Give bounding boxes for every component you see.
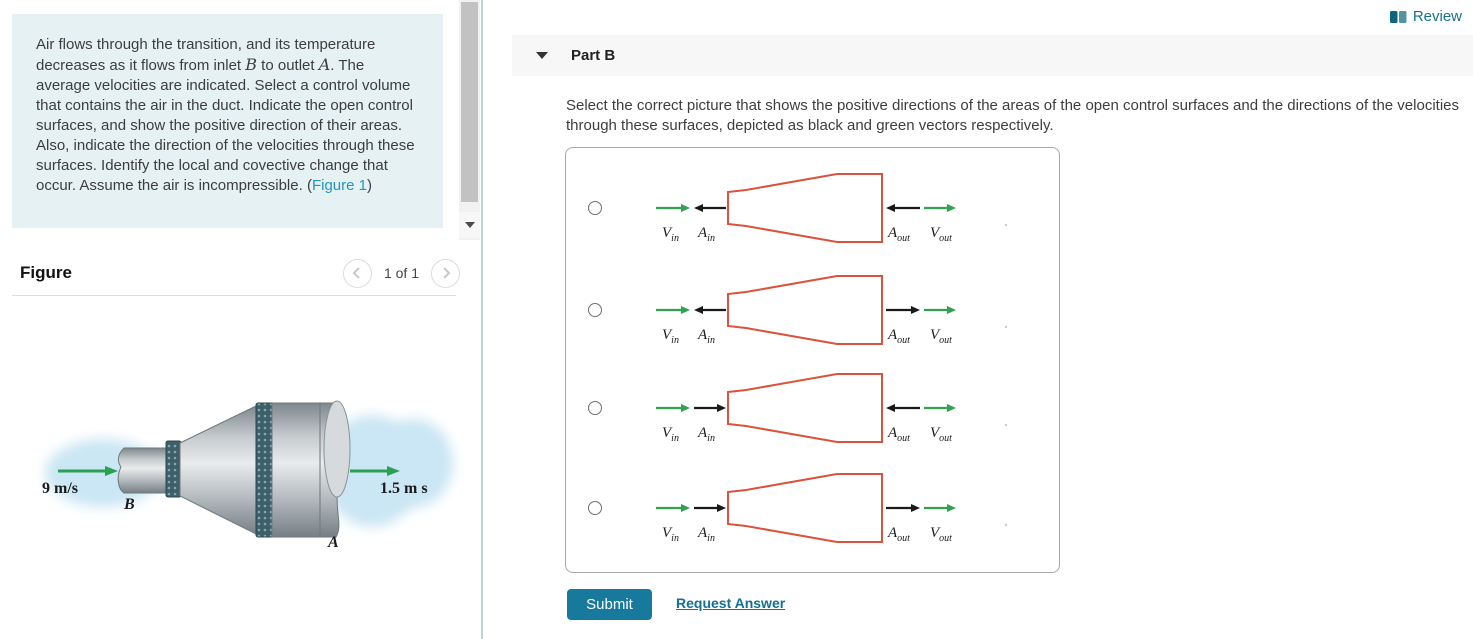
v-out-label: Vout [930, 225, 952, 244]
radio-button-option-4[interactable] [588, 501, 602, 515]
figure-next-button[interactable] [431, 258, 460, 288]
velocity-out-arrow [924, 204, 956, 212]
problem-text-segment: . The average velocities are indicated. … [36, 57, 415, 194]
inlet-velocity-label: 9 m/s [42, 480, 78, 497]
option-1-diagram: Vin Ain Aout Vout [656, 173, 1008, 244]
inlet-pipe [117, 447, 169, 494]
problem-text-segment: Air flows through the transition, and it… [36, 36, 376, 74]
radio-button-option-1[interactable] [588, 201, 602, 215]
velocity-in-arrow [656, 504, 690, 512]
a-out-label: Aout [887, 425, 910, 444]
figure-image: 9 m/s B A 1.5 m s [10, 383, 465, 598]
area-in-arrow [694, 504, 726, 512]
book-icon [1389, 10, 1407, 23]
panel-divider [481, 0, 483, 639]
part-b-header[interactable]: Part B [512, 35, 1473, 76]
outlet-cylinder-end [323, 400, 351, 498]
v-in-label: Vin [662, 225, 679, 244]
math-symbol: B [245, 55, 258, 74]
figure-pager: 1 of 1 [342, 258, 460, 288]
area-in-arrow [694, 404, 726, 412]
vertical-scrollbar[interactable] [459, 0, 480, 240]
duct-outline [727, 473, 883, 543]
review-label: Review [1412, 8, 1462, 25]
a-in-label: Ain [697, 425, 715, 444]
a-in-label: Ain [697, 525, 715, 544]
v-out-label: Vout [930, 425, 952, 444]
option-3-diagram: Vin Ain Aout Vout [656, 373, 1008, 444]
inlet-label: B [123, 496, 135, 513]
option-2-diagram: Vin Ain Aout Vout [656, 275, 1008, 346]
a-out-label: Aout [887, 327, 910, 346]
collapse-triangle-icon [536, 52, 548, 59]
velocity-out-arrow [924, 504, 956, 512]
v-in-label: Vin [662, 525, 679, 544]
request-answer-link[interactable]: Request Answer [676, 595, 786, 611]
velocity-out-arrow [924, 306, 956, 314]
print-artifact-dot [1004, 325, 1008, 329]
radio-button-option-2[interactable] [588, 303, 602, 317]
math-symbol: A [318, 55, 331, 74]
duct-outline [727, 373, 883, 443]
velocity-in-arrow [656, 204, 690, 212]
a-out-label: Aout [887, 525, 910, 544]
figure-prev-button[interactable] [342, 258, 372, 288]
figure-title: Figure [20, 263, 72, 282]
radio-button-option-3[interactable] [588, 401, 602, 415]
duct-outline [727, 173, 883, 243]
print-artifact-dot [1004, 423, 1008, 427]
v-out-label: Vout [930, 525, 952, 544]
scrollbar-thumb[interactable] [461, 2, 478, 202]
outlet-label: A [327, 534, 339, 551]
problem-text-segment: ) [366, 177, 372, 194]
area-out-arrow [886, 404, 920, 412]
problem-text: Air flows through the transition, and it… [36, 35, 419, 196]
v-in-label: Vin [662, 425, 679, 444]
rivet-band-large [255, 402, 274, 538]
assignment-panel: Review Part B Select the correct picture… [483, 0, 1473, 639]
figure-header: Figure 1 of 1 [20, 256, 460, 290]
scrollbar-down-button[interactable] [459, 212, 480, 238]
area-out-arrow [886, 204, 920, 212]
a-out-label: Aout [887, 225, 910, 244]
print-artifact-dot [1004, 223, 1008, 227]
duct-figure: 9 m/s B A 1.5 m s [42, 400, 453, 551]
option-4-diagram: Vin Ain Aout Vout [656, 473, 1008, 544]
area-out-arrow [886, 306, 920, 314]
chevron-right-icon [442, 267, 450, 279]
airflow-cloud-right2 [377, 419, 453, 507]
part-b-question: Select the correct picture that shows th… [566, 97, 1459, 134]
a-in-label: Ain [697, 225, 715, 244]
part-b-title: Part B [571, 47, 616, 64]
arrow-down-icon [464, 222, 475, 228]
problem-text-segment: to outlet [257, 57, 319, 74]
inlet-velocity-arrow [58, 466, 118, 476]
chevron-left-icon [353, 267, 361, 279]
item-description-panel: Air flows through the transition, and it… [0, 0, 481, 639]
submit-button[interactable]: Submit [567, 589, 652, 620]
figure-divider [12, 295, 456, 296]
area-out-arrow [886, 504, 920, 512]
v-out-label: Vout [930, 327, 952, 346]
problem-statement-box: Air flows through the transition, and it… [12, 14, 443, 228]
area-in-arrow [694, 204, 726, 212]
v-in-label: Vin [662, 327, 679, 346]
velocity-in-arrow [656, 306, 690, 314]
figure-page-indicator: 1 of 1 [383, 265, 419, 281]
a-in-label: Ain [697, 327, 715, 346]
print-artifact-dot [1004, 523, 1008, 527]
outlet-velocity-label: 1.5 m s [380, 480, 428, 497]
figure-1-link[interactable]: Figure 1 [311, 177, 367, 194]
duct-outline [727, 275, 883, 345]
review-link[interactable]: Review [1389, 8, 1462, 25]
area-in-arrow [694, 306, 726, 314]
outlet-velocity-arrow [350, 466, 400, 476]
transition-cone [179, 404, 259, 536]
velocity-in-arrow [656, 404, 690, 412]
rivet-band-small [165, 440, 182, 498]
velocity-out-arrow [924, 404, 956, 412]
